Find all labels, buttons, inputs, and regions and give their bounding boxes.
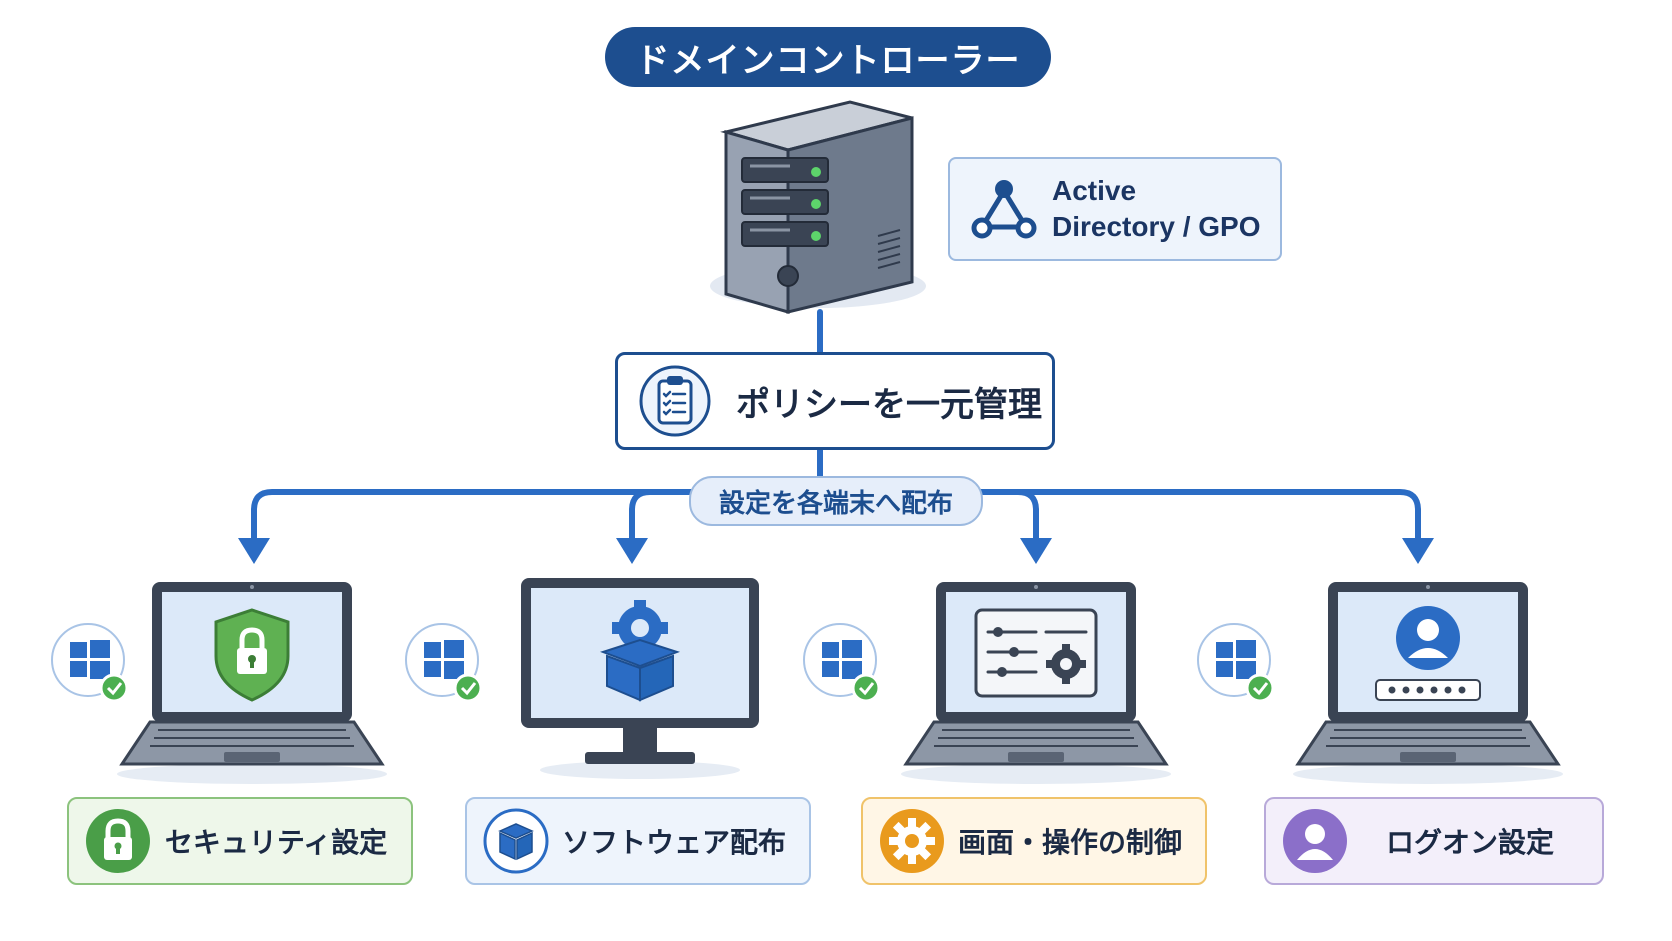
laptop-screen-control bbox=[901, 582, 1171, 784]
package-icon bbox=[483, 808, 549, 874]
windows-check-badge-4 bbox=[1197, 623, 1275, 703]
laptop-security bbox=[117, 582, 387, 784]
gear-icon bbox=[880, 809, 944, 873]
branch-line-3 bbox=[1015, 489, 1039, 543]
windows-check-badge-3 bbox=[803, 623, 881, 703]
lock-shield-icon bbox=[214, 608, 290, 702]
active-directory-box: Active Directory / GPO bbox=[948, 157, 1282, 261]
server-tower-icon bbox=[710, 100, 926, 314]
central-policy-label: ポリシーを一元管理 bbox=[736, 384, 1042, 425]
central-policy-box: ポリシーを一元管理 bbox=[615, 352, 1055, 450]
user-login-icon bbox=[1375, 606, 1481, 701]
padlock-icon bbox=[86, 809, 150, 873]
windows-check-badge-2 bbox=[405, 623, 483, 703]
software-distribution-card: ソフトウェア配布 bbox=[465, 797, 811, 885]
clipboard-checklist-icon bbox=[639, 365, 711, 437]
security-settings-card: セキュリティ設定 bbox=[67, 797, 413, 885]
logon-settings-label: ログオン設定 bbox=[1385, 826, 1554, 859]
software-distribution-label: ソフトウェア配布 bbox=[561, 826, 786, 859]
screen-control-label: 画面・操作の制御 bbox=[957, 826, 1182, 859]
ad-line-1: Active bbox=[1052, 175, 1137, 206]
screen-control-card: 画面・操作の制御 bbox=[861, 797, 1207, 885]
ad-line-2: Directory / GPO bbox=[1052, 211, 1261, 242]
arrow-head-4 bbox=[1402, 538, 1434, 564]
domain-controller-title: ドメインコントローラー bbox=[605, 27, 1051, 87]
user-icon bbox=[1283, 809, 1347, 873]
laptop-logon bbox=[1293, 582, 1563, 784]
security-settings-label: セキュリティ設定 bbox=[164, 826, 388, 859]
arrow-head-2 bbox=[616, 538, 648, 564]
windows-check-badge-1 bbox=[51, 623, 129, 703]
branch-line-2 bbox=[629, 489, 653, 543]
settings-panel-icon bbox=[974, 608, 1098, 698]
logon-settings-card: ログオン設定 bbox=[1264, 797, 1604, 885]
arrow-head-1 bbox=[238, 538, 270, 564]
distribution-label: 設定を各端末へ配布 bbox=[689, 476, 983, 526]
arrow-head-3 bbox=[1020, 538, 1052, 564]
package-gear-icon bbox=[599, 600, 681, 702]
network-triangle-icon bbox=[971, 180, 1037, 239]
desktop-software bbox=[521, 578, 759, 779]
